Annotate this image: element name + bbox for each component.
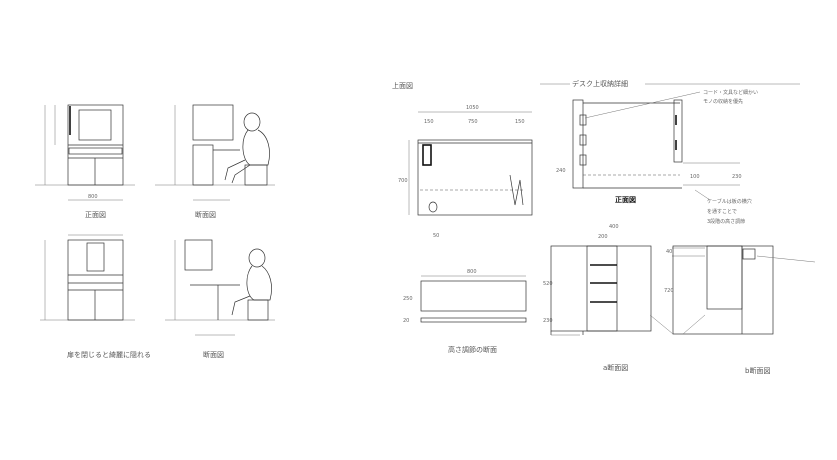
note-cable-1: ケーブルは板の横穴 (707, 198, 752, 205)
dim-top-mid: 750 (468, 119, 478, 125)
side-view-label: 断面図 (203, 350, 224, 359)
top-view-label: 上面図 (392, 81, 413, 90)
dim-top-offset: 50 (433, 233, 439, 239)
a-section-label: a断面図 (603, 363, 628, 372)
dim-shelf-thick: 20 (403, 318, 409, 324)
section-elevation (155, 104, 275, 201)
b-section: 40 720 (649, 245, 816, 335)
top-plan: 1050 150 750 150 700 50 (398, 105, 533, 239)
desk-storage-front: 240 100 230 (556, 91, 742, 189)
dim-b-top: 40 (666, 249, 672, 255)
note-cable-3: 3段階の高さ調節 (707, 218, 745, 225)
note-storage-1: コード・文具など細かい (703, 89, 758, 96)
dim-front-right: 230 (732, 174, 742, 180)
desk-front-view-label: 正面図 (615, 195, 636, 204)
dim-cable-gap: 100 (690, 174, 700, 180)
note-storage-2: モノの収納を優先 (703, 98, 743, 105)
dim-a-inner: 200 (598, 234, 608, 240)
front-elevation: 800 (35, 104, 135, 201)
dim-a-height: 520 (543, 281, 553, 287)
side-elevation (165, 239, 275, 336)
dim-top-width: 1050 (466, 105, 479, 111)
section-view-label: 断面図 (195, 210, 216, 219)
dim-top-depth: 700 (398, 178, 408, 184)
dim-front-height: 240 (556, 168, 566, 174)
dim-shelf-depth: 250 (403, 296, 413, 302)
closed-elevation (40, 234, 135, 321)
b-section-label: b断面図 (745, 366, 770, 375)
dim-a-lower: 230 (543, 318, 553, 324)
closed-view-label: 扉を閉じると綺麗に隠れる (67, 350, 151, 359)
dim-b-height: 720 (664, 288, 674, 294)
desk-storage-title: デスク上収納詳細 (572, 79, 628, 88)
shelf-detail: 800 250 20 (403, 269, 527, 324)
dim-top-right: 150 (515, 119, 525, 125)
a-section: 400 200 520 230 (543, 224, 652, 336)
dim-shelf-width: 800 (467, 269, 477, 275)
note-cable-2: を通すことで (707, 208, 737, 215)
shelf-detail-label: 高さ調節の断面 (448, 345, 497, 354)
dim-top-left: 150 (424, 119, 434, 125)
dim-a-width: 400 (609, 224, 619, 230)
front-view-label: 正面図 (85, 211, 106, 219)
svg-text:800: 800 (88, 194, 98, 200)
